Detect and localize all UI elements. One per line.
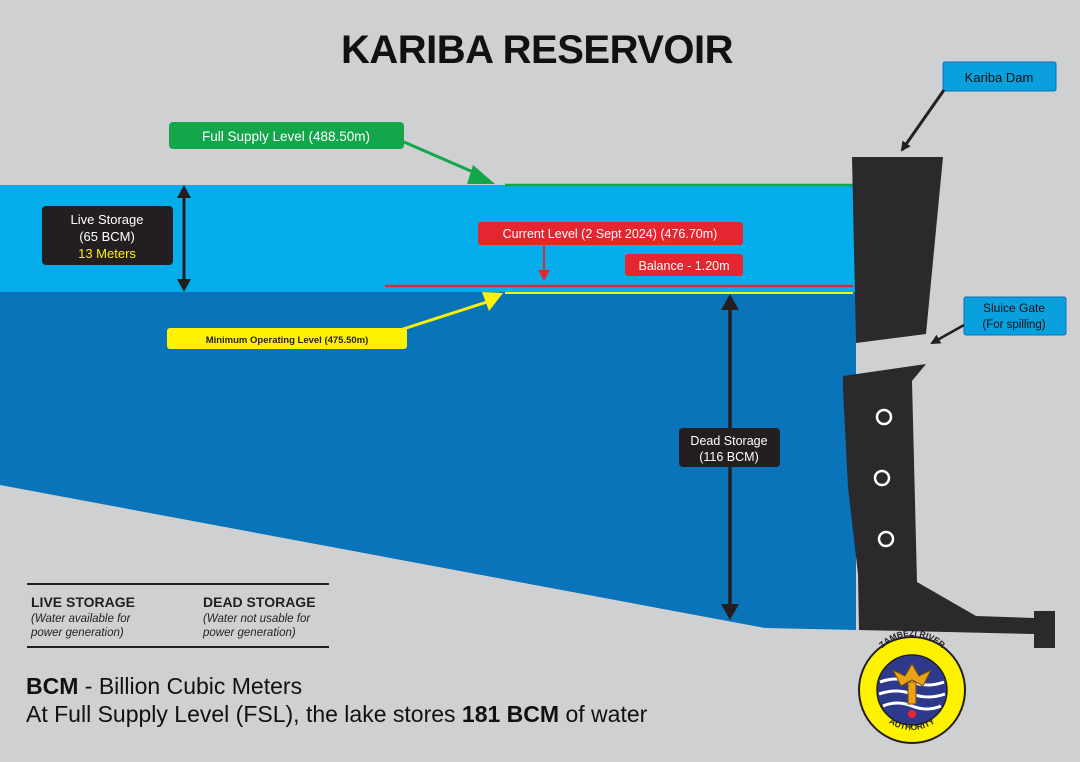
dead-storage-title: Dead Storage <box>690 434 767 448</box>
live-storage-double-arrow <box>177 185 191 292</box>
svg-text:AUTHORITY: AUTHORITY <box>888 716 937 732</box>
bcm-def: - Billion Cubic Meters <box>78 673 302 699</box>
full-supply-level-label: Full Supply Level (488.50m) <box>202 129 370 144</box>
kariba-dam-arrow <box>900 89 946 152</box>
legend-live-line1: (Water available for <box>31 613 132 625</box>
minimum-operating-level-arrow <box>399 300 488 332</box>
current-level-label: Current Level (2 Sept 2024) (476.70m) <box>503 227 718 241</box>
full-supply-level-box <box>169 122 404 149</box>
page-title: KARIBA RESERVOIR <box>341 28 734 72</box>
current-level-box <box>478 222 743 245</box>
live-storage-box <box>42 206 173 265</box>
minimum-operating-level-arrowhead <box>482 292 503 311</box>
logo-bottom-text: AUTHORITY <box>888 716 937 732</box>
bcm-abbr: BCM <box>26 673 78 699</box>
kariba-dam-structure <box>843 157 1055 648</box>
minimum-operating-level-box <box>167 328 407 349</box>
fsl-statement: At Full Supply Level (FSL), the lake sto… <box>26 701 648 727</box>
legend-dead-line1: (Water not usable for <box>203 613 311 625</box>
current-level-arrowhead <box>538 270 550 281</box>
sluice-gate-arrow <box>930 323 965 345</box>
zambezi-river-authority-logo: ZAMBEZI RIVER AUTHORITY <box>858 628 966 744</box>
kariba-dam-label: Kariba Dam <box>965 70 1034 85</box>
sluice-gate-subtitle: (For spilling) <box>982 319 1045 331</box>
legend-live-line2: power generation) <box>30 627 124 639</box>
fsl-bold: 181 BCM <box>462 701 559 727</box>
live-storage-depth: 13 Meters <box>78 246 136 261</box>
live-storage-title: Live Storage <box>71 212 144 227</box>
legend-live-heading: LIVE STORAGE <box>31 594 135 610</box>
full-supply-level-arrowhead <box>467 165 495 184</box>
balance-box <box>625 254 743 276</box>
full-supply-level-arrow <box>403 140 481 177</box>
sluice-gate-title: Sluice Gate <box>983 301 1045 315</box>
minimum-operating-level-label: Minimum Operating Level (475.50m) <box>206 335 369 346</box>
sluice-gate-label-box <box>963 296 1067 336</box>
dead-storage-water <box>0 292 856 630</box>
legend: LIVE STORAGE (Water available for power … <box>27 583 329 648</box>
live-storage-volume: (65 BCM) <box>79 229 135 244</box>
fsl-post: of water <box>559 701 648 727</box>
kariba-dam-label-box <box>942 61 1057 92</box>
fsl-pre: At Full Supply Level (FSL), the lake sto… <box>26 701 462 727</box>
bcm-definition: BCM - Billion Cubic Meters <box>26 673 302 699</box>
balance-label: Balance - 1.20m <box>638 259 729 273</box>
legend-dead-heading: DEAD STORAGE <box>203 594 316 610</box>
legend-dead-line2: power generation) <box>202 627 296 639</box>
dead-storage-volume: (116 BCM) <box>699 450 759 464</box>
dead-storage-box <box>679 428 780 467</box>
